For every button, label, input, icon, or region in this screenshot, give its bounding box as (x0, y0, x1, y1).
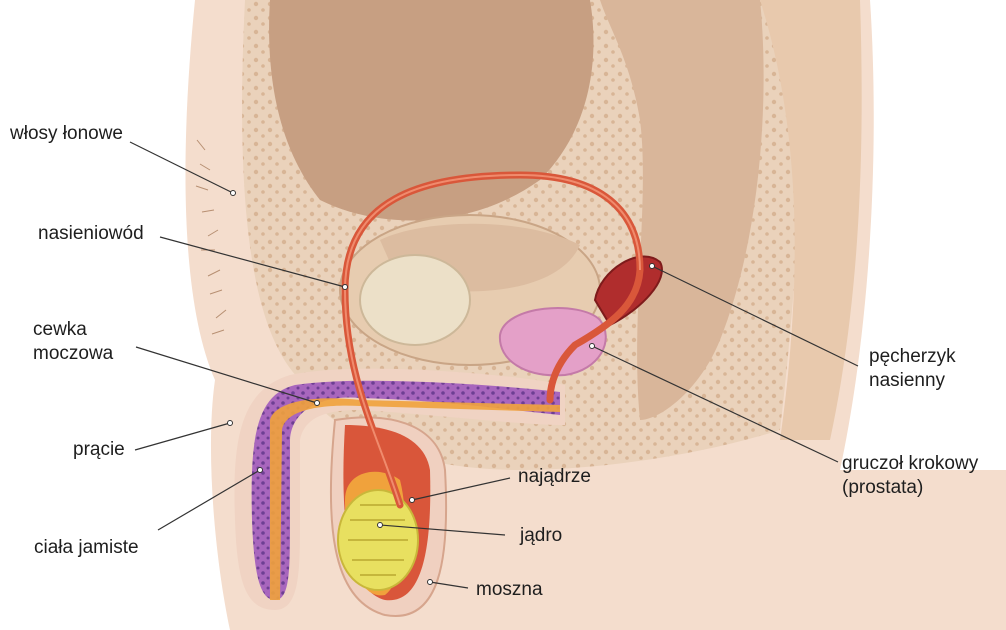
label-prostate: gruczoł krokowy (prostata) (842, 452, 978, 500)
label-epididymis: najądrze (518, 465, 591, 489)
label-testis: jądro (520, 524, 562, 548)
pubic-bone (360, 255, 470, 345)
label-scrotum: moszna (476, 578, 543, 602)
prostate (500, 308, 606, 375)
label-pubic-hair: włosy łonowe (10, 122, 123, 146)
label-seminal-vesicle: pęcherzyk nasienny (869, 345, 956, 393)
label-corpora-cavernosa: ciała jamiste (34, 536, 139, 560)
label-urethra: cewka moczowa (33, 318, 113, 366)
body-section (185, 0, 1006, 630)
label-vas-deferens: nasieniowód (38, 222, 144, 246)
label-penis: prącie (73, 438, 125, 462)
